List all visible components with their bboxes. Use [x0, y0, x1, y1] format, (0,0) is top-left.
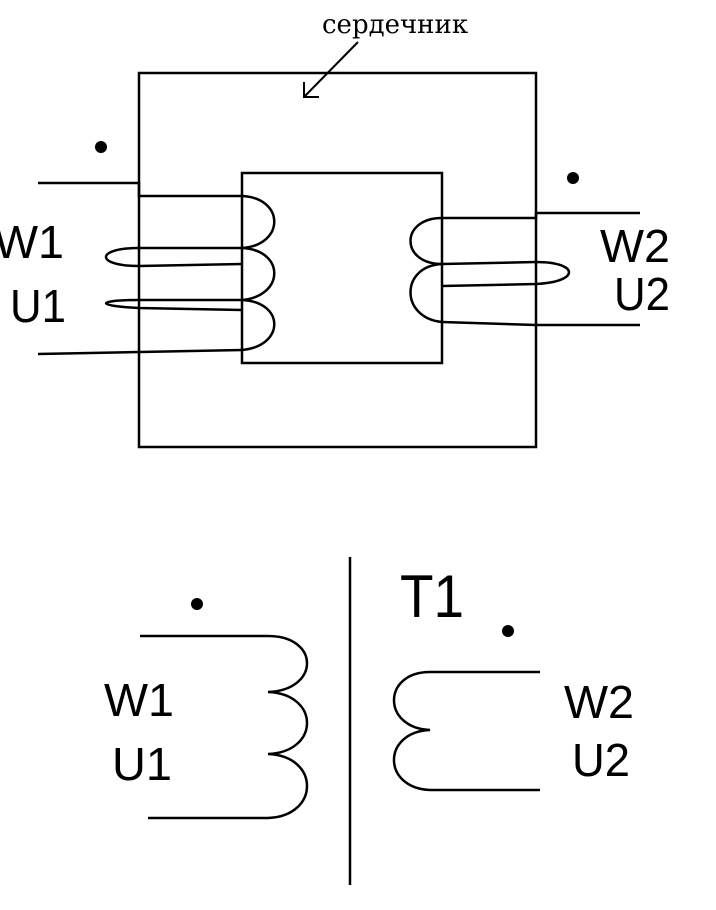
- core-transformer: [37, 41, 640, 449]
- secondary-polarity-dot: [567, 172, 579, 184]
- schematic-transformer: [140, 557, 540, 885]
- schematic-secondary-coil: [392, 670, 431, 792]
- secondary-bottom-lead: [441, 320, 640, 327]
- secondary-coil-front: [409, 216, 443, 324]
- schematic-secondary-voltage-label: U2: [572, 734, 630, 786]
- schematic-primary-turns-label: W1: [104, 674, 174, 726]
- primary-coil-front: [241, 194, 276, 352]
- primary-voltage-label: U1: [10, 280, 66, 332]
- schematic-primary-coil: [267, 634, 309, 820]
- core-window-rect: [240, 171, 444, 365]
- primary-turns-label: W1: [0, 216, 64, 268]
- core-arrow-head: [303, 82, 319, 98]
- primary-coil-loop-1: [105, 246, 243, 268]
- schematic-designator: T1: [400, 563, 464, 630]
- primary-coil-loop-2: [104, 298, 243, 312]
- schematic-secondary-polarity-dot: [502, 625, 514, 637]
- primary-top-lead: [38, 181, 242, 198]
- schematic-primary-polarity-dot: [191, 598, 203, 610]
- secondary-turns-label: W2: [600, 220, 670, 272]
- schematic-secondary-turns-label: W2: [564, 676, 634, 728]
- core-label: сердечник: [322, 10, 468, 40]
- secondary-top-lead: [442, 211, 640, 220]
- primary-polarity-dot: [95, 141, 107, 153]
- schematic-primary-voltage-label: U1: [112, 738, 172, 790]
- core-outer-rect: [137, 71, 538, 449]
- secondary-coil-loop: [441, 260, 570, 288]
- core-label-arrow: [303, 41, 359, 98]
- primary-bottom-lead: [37, 348, 243, 356]
- secondary-voltage-label: U2: [614, 268, 670, 320]
